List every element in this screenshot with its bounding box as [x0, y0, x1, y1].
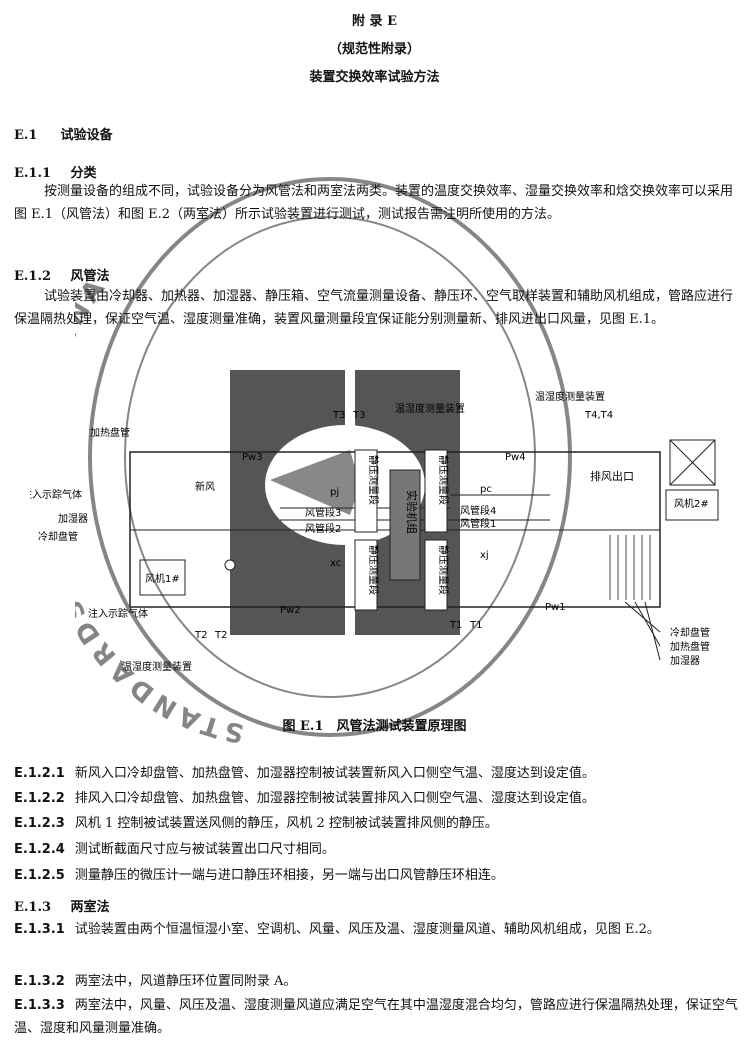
item-number: E.1.3.3: [14, 998, 65, 1013]
numbered-item: E.1.2.5 测量静压的微压计一端与进口静压环相接，另一端与出口风管静压环相连。: [14, 864, 742, 887]
label-pc: pc: [480, 484, 492, 495]
label-cooling-coil: 冷却盘管: [38, 530, 78, 543]
label-duct2: 风管段2: [305, 522, 341, 535]
section-title: 风管法: [70, 269, 110, 284]
label-duct4: 风管段4: [460, 504, 496, 517]
paragraph-text: 试验装置由冷却器、加热器、加湿器、静压箱、空气流量测量设备、静压环、空气取样装置…: [14, 289, 734, 327]
label-pw1: Pw1: [545, 602, 566, 613]
label-fresh-air: 新风: [195, 480, 215, 493]
section-number: E.1.1: [14, 166, 52, 181]
item-number: E.1.2.2: [14, 791, 65, 806]
paragraph-e11: 按测量设备的组成不同，试验设备分为风管法和两室法两类。装置的温度交换效率、湿量交…: [14, 180, 739, 226]
item-number: E.1.2.5: [14, 868, 65, 883]
label-t1: T1: [449, 620, 462, 631]
item-number: E.1.2.1: [14, 766, 65, 781]
item-text: 风机 1 控制被试装置送风侧的静压，风机 2 控制被试装置排风侧的静压。: [74, 816, 498, 831]
label-humidifier: 加湿器: [58, 513, 88, 525]
label-inject-tracer-2: 注入示踪气体: [88, 607, 148, 620]
label-t1b: T1: [469, 620, 482, 631]
item-text: 测试断截面尺寸应与被试装置出口尺寸相同。: [74, 842, 335, 857]
section-number: E.1.3: [14, 900, 52, 915]
label-fan2: 风机2#: [674, 497, 709, 510]
numbered-item: E.1.2.1 新风入口冷却盘管、加热盘管、加湿器控制被试装置新风入口侧空气温、湿…: [14, 762, 742, 785]
item-number: E.1.2.3: [14, 816, 65, 831]
duct-method-diagram: 加热盘管 注入示踪气体 加湿器 冷却盘管 风机1# 注入示踪气体 温湿度测量装置…: [30, 370, 719, 673]
label-inject-tracer-1: 注入示踪气体: [30, 488, 82, 501]
item-number: E.1.2.4: [14, 842, 65, 857]
label-pw2: Pw2: [280, 605, 301, 616]
label-duct3: 风管段3: [305, 506, 341, 519]
numbered-item: E.1.2.4 测试断截面尺寸应与被试装置出口尺寸相同。: [14, 838, 742, 861]
section-number: E.1.2: [14, 269, 52, 284]
item-number: E.1.3.2: [14, 974, 65, 989]
right-coils: [609, 535, 651, 600]
label-xj: xj: [480, 550, 489, 561]
numbered-item: E.1.3.1 试验装置由两个恒温恒湿小室、空调机、风量、风压及温、湿度测量风道、…: [14, 918, 742, 941]
label-static-box-4: 静压测量段: [437, 545, 450, 595]
label-static-box-3: 静压测量段: [367, 545, 380, 595]
legend-cooling-coil: 冷却盘管: [670, 626, 710, 639]
section-e11: E.1.1 分类: [14, 162, 97, 181]
label-th-measure-mid: 温湿度测量装置: [395, 402, 465, 415]
section-title: 两室法: [70, 900, 110, 915]
label-test-unit: 实验机组: [405, 490, 419, 534]
appendix-title: 装置交换效率试验方法: [309, 70, 440, 85]
label-t4: T4,T4: [584, 410, 613, 421]
fan2-box: [665, 489, 719, 521]
legend-humidifier: 加湿器: [670, 655, 700, 667]
label-exhaust-outlet: 排风出口: [590, 469, 634, 483]
appendix-heading: 附 录 E: [352, 14, 397, 29]
label-t3b: T3: [352, 410, 365, 421]
section-e1: E.1 试验设备: [14, 124, 113, 143]
label-fan1: 风机1#: [145, 572, 180, 585]
label-t2: T2: [194, 630, 207, 641]
section-e13: E.1.3 两室法: [14, 896, 110, 915]
paragraph-e12: 试验装置由冷却器、加热器、加湿器、静压箱、空气流量测量设备、静压环、空气取样装置…: [14, 285, 739, 331]
item-text: 测量静压的微压计一端与进口静压环相接，另一端与出口风管静压环相连。: [74, 868, 504, 883]
label-pj: pj: [330, 487, 339, 498]
legend-heating-coil: 加热盘管: [670, 640, 710, 653]
section-e12: E.1.2 风管法: [14, 265, 110, 284]
label-heating-coil: 加热盘管: [90, 426, 130, 439]
label-th-measure-left: 温湿度测量装置: [122, 660, 192, 673]
paragraph-text: 按测量设备的组成不同，试验设备分为风管法和两室法两类。装置的温度交换效率、湿量交…: [14, 184, 734, 222]
label-t3: T3: [332, 410, 345, 421]
label-pw4: Pw4: [505, 452, 526, 463]
label-duct1: 风管段1: [460, 517, 496, 530]
label-xc: xc: [330, 558, 341, 569]
item-text: 新风入口冷却盘管、加热盘管、加湿器控制被试装置新风入口侧空气温、湿度达到设定值。: [74, 766, 595, 781]
label-static-box-1: 静压测量段: [367, 455, 380, 505]
item-text: 试验装置由两个恒温恒湿小室、空调机、风量、风压及温、湿度测量风道、辅助风机组成，…: [74, 922, 660, 937]
section-title: 试验设备: [60, 128, 113, 143]
label-static-box-2: 静压测量段: [437, 455, 450, 505]
numbered-item: E.1.2.3 风机 1 控制被试装置送风侧的静压，风机 2 控制被试装置排风侧的…: [14, 812, 742, 835]
numbered-item: E.1.2.2 排风入口冷却盘管、加热盘管、加湿器控制被试装置排风入口侧空气温、湿…: [14, 787, 742, 810]
item-text: 两室法中，风道静压环位置同附录 A。: [74, 974, 297, 989]
label-pw3: Pw3: [242, 452, 263, 463]
label-t2b: T2: [214, 630, 227, 641]
section-number: E.1: [14, 128, 38, 143]
item-text: 两室法中，风量、风压及温、湿度测量风道应满足空气在其中温湿度混合均匀，管路应进行…: [14, 998, 738, 1036]
figure-caption: 图 E.1 风管法测试装置原理图: [282, 719, 467, 734]
item-number: E.1.3.1: [14, 922, 65, 937]
appendix-type: （规范性附录）: [328, 42, 420, 57]
section-title: 分类: [70, 166, 97, 181]
numbered-item: E.1.3.2 两室法中，风道静压环位置同附录 A。: [14, 970, 742, 993]
label-th-measure-right: 温湿度测量装置: [535, 390, 605, 403]
item-text: 排风入口冷却盘管、加热盘管、加湿器控制被试装置排风入口侧空气温、湿度达到设定值。: [74, 791, 595, 806]
